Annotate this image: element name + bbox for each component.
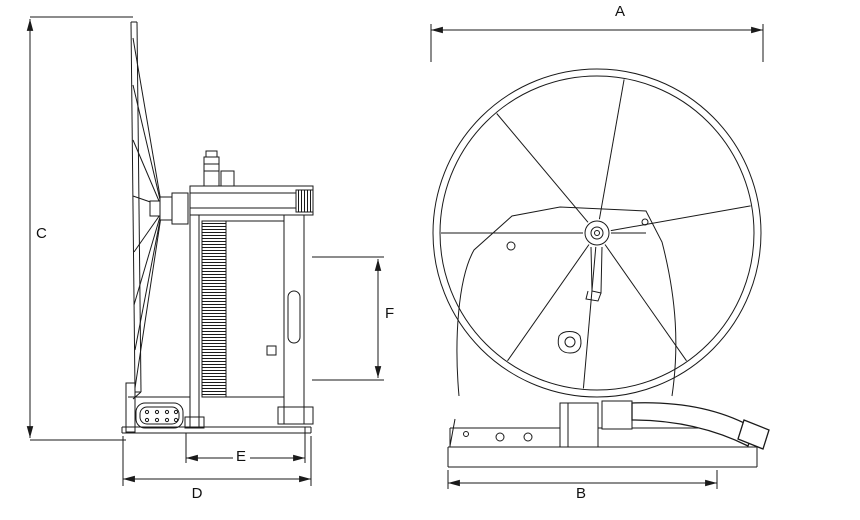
dimension-c: C bbox=[26, 16, 133, 441]
coiled-hose bbox=[201, 220, 227, 398]
front-body bbox=[456, 206, 677, 397]
hose-guide-block bbox=[295, 189, 314, 213]
side-base bbox=[121, 382, 312, 434]
inner-rim bbox=[439, 75, 755, 391]
outer-rim bbox=[432, 68, 762, 398]
outlet-bracket bbox=[601, 400, 633, 430]
bolt-hole bbox=[564, 336, 576, 348]
dim-label-a: A bbox=[615, 3, 625, 20]
bolt-hole bbox=[506, 241, 516, 251]
dim-label-d: D bbox=[192, 485, 203, 502]
hub bbox=[584, 220, 610, 246]
front-wheel bbox=[432, 68, 762, 398]
hose-outlet bbox=[631, 402, 770, 450]
side-drum-coil bbox=[201, 220, 227, 398]
dimension-b: B bbox=[447, 470, 718, 502]
side-view bbox=[121, 21, 314, 434]
front-view bbox=[432, 68, 770, 468]
dim-label-b: B bbox=[576, 485, 586, 502]
dimension-d: D bbox=[122, 436, 312, 502]
dim-label-e: E bbox=[236, 448, 246, 465]
dimension-f: F bbox=[312, 256, 394, 381]
mount-bracket bbox=[559, 402, 599, 448]
front-base bbox=[447, 400, 758, 468]
side-frame bbox=[184, 150, 314, 429]
dimension-e: E bbox=[185, 427, 306, 465]
handle-slot bbox=[287, 290, 301, 344]
front-hub bbox=[584, 220, 610, 302]
ratchet-pawl bbox=[590, 246, 603, 294]
hose bbox=[631, 402, 755, 447]
dim-label-c: C bbox=[36, 225, 47, 242]
dimension-a: A bbox=[430, 3, 764, 62]
side-wheel-disc bbox=[130, 21, 163, 400]
side-hub-axle bbox=[149, 192, 189, 225]
dim-label-f: F bbox=[385, 305, 394, 322]
hose-end-fitting bbox=[737, 419, 770, 450]
